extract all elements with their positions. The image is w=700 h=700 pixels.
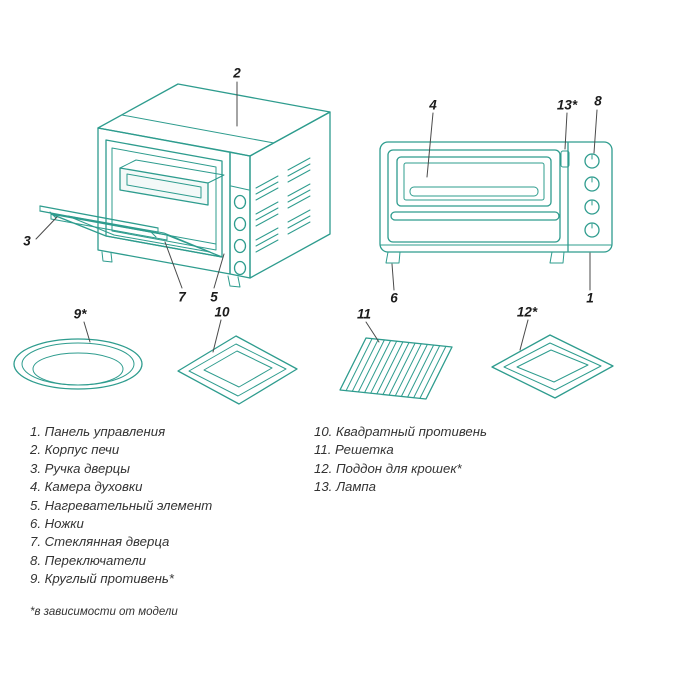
callout-number-feet: 6 (390, 290, 398, 306)
legend-item-switches: 8. Переключатели (30, 552, 147, 568)
callout-number-door-handle: 3 (23, 233, 31, 249)
crumb-tray-drawing (491, 334, 614, 399)
control-knobs-perspective (230, 185, 250, 276)
legend-item-door-handle: 3. Ручка дверцы (30, 460, 130, 476)
legend-item-rack: 11. Решетка (314, 442, 394, 458)
front-door-window (396, 156, 552, 207)
side-vent-slots (255, 157, 311, 253)
callout-number-glass-door: 7 (178, 289, 186, 305)
control-knobs-front (584, 153, 600, 238)
front-door-handle (390, 211, 560, 221)
square-tray-drawing (177, 335, 298, 405)
round-pan-drawing (13, 338, 143, 390)
callout-number-square-pan: 10 (214, 304, 230, 320)
wire-rack-drawing (339, 337, 453, 400)
callout-number-body: 2 (233, 65, 241, 81)
legend-item-control-panel: 1. Панель управления (30, 424, 166, 439)
callout-number-heating-element: 5 (210, 289, 218, 305)
rack-wires (345, 338, 447, 399)
callout-number-switches: 8 (594, 93, 602, 109)
legend-item-lamp: 13. Лампа (314, 479, 377, 495)
legend-column-right: 10. Квадратный противень 11. Решетка 12.… (314, 423, 487, 497)
callout-number-round-pan: 9* (73, 306, 87, 322)
oven-lamp (560, 150, 570, 168)
oven-perspective-drawing (39, 83, 331, 288)
front-feet (385, 251, 565, 264)
perspective-feet (101, 251, 241, 288)
callout-number-rack: 11 (356, 306, 372, 322)
callout-number-oven-chamber: 4 (429, 97, 437, 113)
oven-top-seam (121, 114, 275, 144)
legend-item-glass-door: 7. Стеклянная дверца (30, 534, 170, 550)
oven-control-strip (229, 151, 251, 279)
legend-item-oven-chamber: 4. Камера духовки (30, 479, 143, 495)
legend-footnote: *в зависимости от модели (30, 606, 178, 618)
legend-item-body: 2. Корпус печи (30, 442, 120, 458)
legend-column-left: 1. Панель управления 2. Корпус печи 3. Р… (30, 423, 212, 589)
legend-item-heating-element: 5. Нагревательный элемент (30, 497, 213, 513)
front-inner-tray (409, 186, 539, 197)
front-door-frame (387, 149, 561, 243)
open-glass-door (50, 213, 223, 258)
legend-item-feet: 6. Ножки (30, 516, 84, 532)
front-cavity (403, 162, 545, 201)
legend-item-square-pan: 10. Квадратный противень (314, 424, 487, 439)
legend-item-crumb-tray: 12. Поддон для крошек* (314, 460, 462, 476)
oven-front-drawing (379, 141, 613, 264)
inner-baking-tray (119, 159, 225, 206)
callout-number-lamp: 13* (556, 97, 578, 113)
callout-leader-lines (35, 81, 598, 353)
callout-number-control-panel: 1 (586, 290, 594, 306)
door-handle-bar (39, 205, 159, 238)
legend-item-round-pan: 9. Круглый противень* (30, 571, 174, 587)
oven-side-face (249, 111, 331, 279)
callout-number-crumb-tray: 12* (516, 304, 538, 320)
front-body (379, 141, 613, 253)
